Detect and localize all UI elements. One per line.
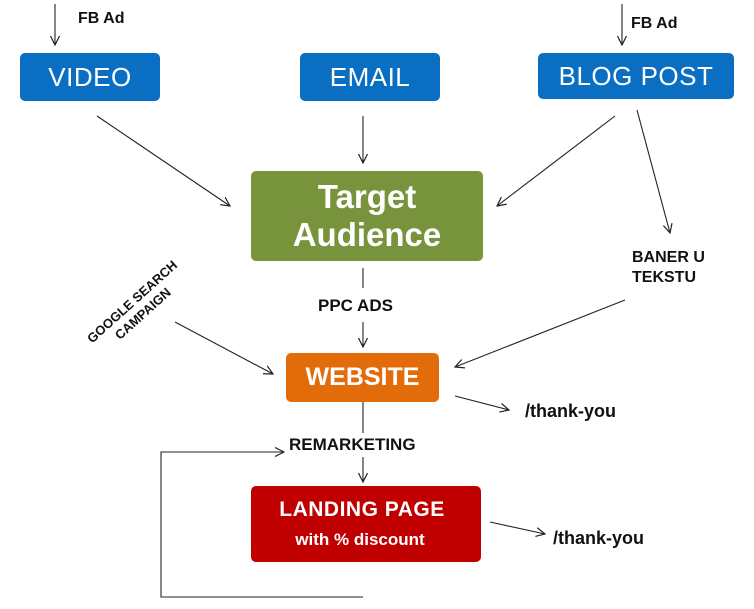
landing-page-title: LANDING PAGE <box>279 498 445 521</box>
arrow-landing-to-thankyou <box>489 521 545 534</box>
thank-you-label-website: /thank-you <box>525 401 617 421</box>
arrow-banner-to-website <box>455 299 626 367</box>
email-box: EMAIL <box>300 53 440 101</box>
arrow-blog-to-target <box>497 115 616 206</box>
remarketing-label: REMARKETING <box>289 435 416 454</box>
landing-page-subtitle: with % discount <box>295 530 425 549</box>
ppc-ads-label: PPC ADS <box>318 296 393 315</box>
fb-ad-label-left: FB Ad <box>78 10 125 27</box>
banner-label-line1: BANER U <box>632 249 705 266</box>
target-audience-line2: Audience <box>292 216 442 253</box>
fb-ad-label-right: FB Ad <box>631 15 678 32</box>
arrow-blog-to-banner <box>636 109 670 233</box>
arrow-google-to-website <box>174 321 273 374</box>
video-box: VIDEO <box>20 53 160 101</box>
remarketing-loop <box>160 452 363 598</box>
banner-label-line2: TEKSTU <box>632 269 696 286</box>
website-box: WEBSITE <box>286 353 439 402</box>
target-audience-box: Target Audience <box>251 171 483 261</box>
landing-page-box: LANDING PAGE with % discount <box>251 486 481 562</box>
arrow-video-to-target <box>96 115 230 206</box>
target-audience-line1: Target <box>317 178 417 215</box>
blog-post-box: BLOG POST <box>538 53 734 99</box>
arrow-website-to-thankyou <box>454 395 509 410</box>
thank-you-label-landing: /thank-you <box>553 528 645 548</box>
banner-in-text-label: BANER U TEKSTU <box>632 248 705 288</box>
